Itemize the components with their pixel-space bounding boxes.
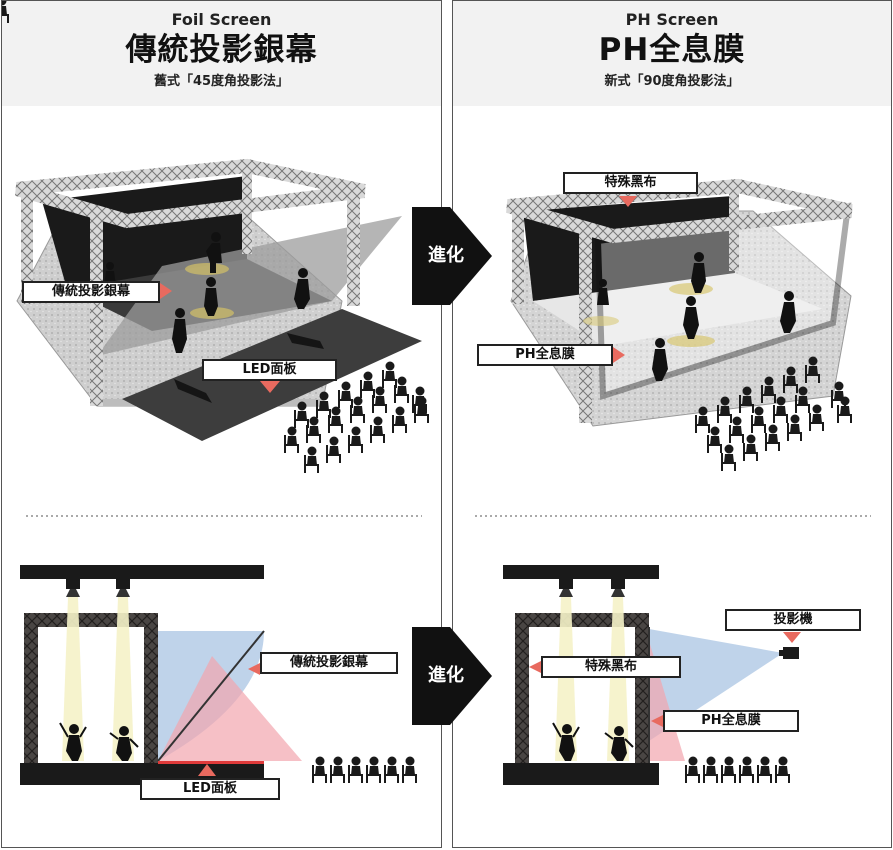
led-panel-label-bottom: LED面板 [140,778,280,800]
evolution-arrow-bottom: 進化 [412,627,492,725]
evolution-arrow-top-text: 進化 [428,245,464,266]
foil-section-diagram [20,565,417,785]
foil-screen-subtitle: 舊式「45度角投影法」 [153,74,290,89]
foil-screen-panel: Foil Screen 傳統投影銀幕 舊式「45度角投影法」 [1,0,442,848]
foil-screen-header: Foil Screen 傳統投影銀幕 舊式「45度角投影法」 [2,1,441,106]
foil-screen-en-title: Foil Screen [171,10,272,29]
ph-audience-bottom [685,755,790,784]
evolution-arrow-top: 進化 [412,207,492,305]
ph-screen-header: PH Screen PH全息膜 新式「90度角投影法」 [453,1,891,106]
black-cloth-label-bottom: 特殊黑布 [541,656,681,678]
evolution-arrow-bottom-text: 進化 [428,665,464,686]
ph-film-label-top: PH全息膜 [477,344,613,366]
foil-screen-illustration [2,1,429,785]
ph-screen-subtitle: 新式「90度角投影法」 [604,74,740,89]
projector-icon [779,647,799,659]
projector-label: 投影機 [725,609,861,631]
black-cloth-label-top: 特殊黑布 [563,172,698,194]
foil-stage-3d [2,1,429,474]
ph-screen-panel: PH Screen PH全息膜 新式「90度角投影法」 [452,0,892,848]
foil-screen-zh-title: 傳統投影銀幕 [125,32,318,68]
ph-screen-illustration [475,178,871,785]
foil-audience-bottom [312,755,417,784]
ph-film-label-bottom: PH全息膜 [663,710,799,732]
ph-screen-zh-title: PH全息膜 [598,32,746,68]
led-panel-label-top: LED面板 [202,359,337,381]
ph-screen-en-title: PH Screen [625,10,719,29]
foil-screen-label-bottom: 傳統投影銀幕 [260,652,398,674]
foil-audience-top [2,1,429,474]
foil-screen-label-top: 傳統投影銀幕 [22,281,160,303]
ph-stage-3d [506,178,853,472]
